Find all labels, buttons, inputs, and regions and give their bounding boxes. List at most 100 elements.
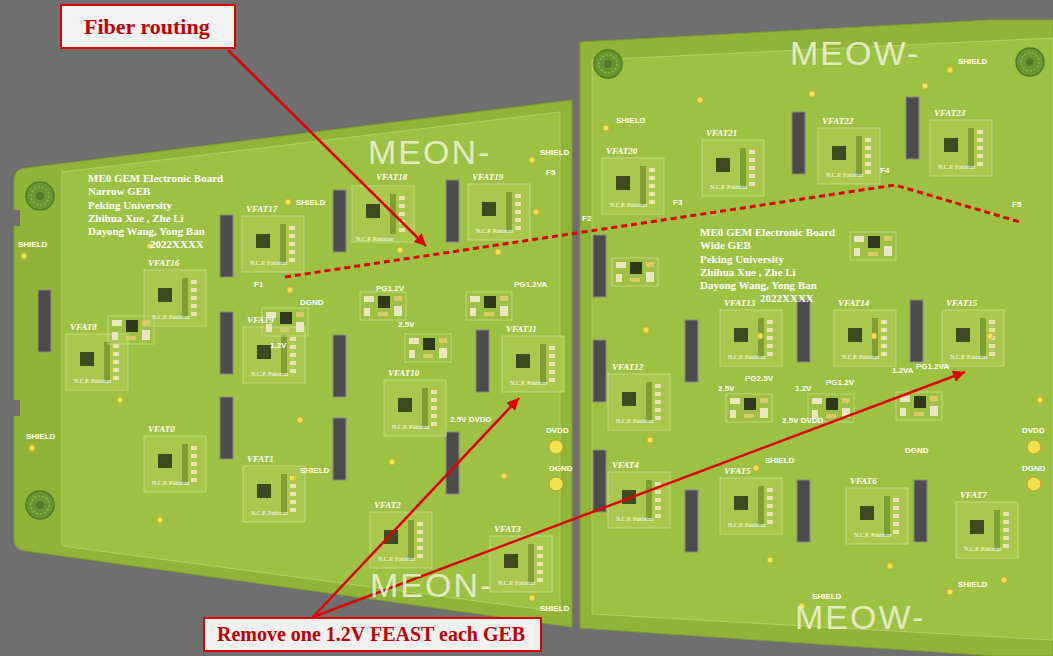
net-label: DVDD	[546, 426, 569, 435]
vfat-footprint	[468, 184, 530, 240]
net-label: SHIELD	[540, 604, 569, 613]
university-logo	[26, 182, 54, 210]
net-label: DGND	[300, 298, 324, 307]
mounting-dot	[117, 397, 123, 403]
connector-slot	[333, 335, 346, 397]
net-label: F2	[582, 214, 591, 223]
board-title: Narrow GEB	[88, 185, 150, 197]
net-label: SHIELD	[616, 116, 645, 125]
net-label: PG1.2V	[826, 378, 854, 387]
university-logo	[26, 491, 54, 519]
mounting-dot	[809, 91, 815, 97]
vendor-mark: N.C.P. Pakistan	[826, 172, 863, 178]
vendor-mark: N.C.P. Pakistan	[251, 510, 288, 516]
board-title: ME0 GEM Electronic Board	[88, 172, 223, 184]
chip-label: VFAT1	[247, 454, 274, 464]
connector-slot	[220, 312, 233, 374]
net-label: SHIELD	[958, 57, 987, 66]
mounting-dot	[757, 333, 763, 339]
mounting-dot	[643, 327, 649, 333]
connector-slot	[797, 300, 810, 362]
vfat-footprint	[846, 488, 908, 544]
vendor-mark: N.C.P. Pakistan	[152, 480, 189, 486]
chip-label: VFAT15	[946, 298, 977, 308]
connector-slot	[910, 300, 923, 362]
vendor-mark: N.C.P. Pakistan	[510, 380, 547, 386]
feast-module	[405, 334, 451, 362]
board-title: Wide GEB	[700, 239, 751, 251]
mounting-dot	[647, 437, 653, 443]
net-label: PG1.2VA	[514, 280, 547, 289]
feast-module	[466, 292, 512, 320]
vfat-footprint	[490, 536, 552, 592]
board-notch	[12, 400, 20, 416]
leader-arrow	[313, 372, 965, 617]
chip-label: VFAT12	[612, 362, 643, 372]
connector-slot	[685, 320, 698, 382]
leader-arrow	[313, 398, 519, 617]
chip-label: VFAT17	[246, 204, 277, 214]
vfat-footprint	[66, 334, 128, 390]
silkscreen-mark: MEON-	[368, 133, 491, 172]
mounting-dot	[947, 589, 953, 595]
chip-label: VFAT9	[247, 315, 274, 325]
mounting-dot	[887, 563, 893, 569]
net-label: 1.2V	[795, 384, 811, 393]
vendor-mark: N.C.P. Pakistan	[964, 546, 1001, 552]
chip-label: VFAT13	[724, 298, 755, 308]
silkscreen-mark: MEOW-	[795, 598, 925, 637]
net-label: 1.2VA	[892, 366, 914, 375]
board-title: 2022XXXX	[150, 238, 204, 250]
vendor-mark: N.C.P. Pakistan	[842, 354, 879, 360]
chip-label: VFAT2	[374, 500, 401, 510]
vendor-mark: N.C.P. Pakistan	[616, 516, 653, 522]
silkscreen-mark: MEOW-	[790, 34, 920, 73]
connector-slot	[685, 490, 698, 552]
vendor-mark: N.C.P. Pakistan	[250, 260, 287, 266]
vfat-footprint	[242, 216, 304, 272]
mounting-dot	[767, 557, 773, 563]
net-label: SHIELD	[958, 580, 987, 589]
chip-label: VFAT11	[506, 324, 537, 334]
connector-slot	[593, 450, 606, 512]
chip-label: VFAT18	[376, 172, 407, 182]
mounting-dot	[289, 475, 295, 481]
net-label: F4	[880, 166, 889, 175]
net-label: F5	[1012, 200, 1021, 209]
mounting-dot	[947, 67, 953, 73]
power-pad	[549, 440, 563, 454]
chip-label: VFAT23	[934, 108, 965, 118]
chip-label: VFAT4	[612, 460, 639, 470]
power-pad	[549, 477, 563, 491]
wide-board	[580, 20, 1053, 656]
net-label: DGND	[1022, 464, 1046, 473]
mounting-dot	[987, 333, 993, 339]
chip-label: VFAT0	[148, 424, 175, 434]
vendor-mark: N.C.P. Pakistan	[356, 236, 393, 242]
mounting-dot	[397, 247, 403, 253]
board-title: Zhihua Xue , Zhe Li	[88, 212, 184, 224]
vfat-footprint	[144, 436, 206, 492]
net-label: SHIELD	[540, 148, 569, 157]
chip-label: VFAT21	[706, 128, 737, 138]
connector-slot	[792, 112, 805, 174]
vfat-footprint	[834, 310, 896, 366]
power-pad	[1027, 477, 1041, 491]
vendor-mark: N.C.P. Pakistan	[74, 378, 111, 384]
mounting-dot	[297, 417, 303, 423]
net-label: SHIELD	[26, 432, 55, 441]
connector-slot	[38, 290, 51, 352]
mounting-dot	[922, 83, 928, 89]
vendor-mark: N.C.P. Pakistan	[710, 184, 747, 190]
connector-slot	[914, 480, 927, 542]
net-label: PG1.2VA	[916, 362, 949, 371]
vendor-mark: N.C.P. Pakistan	[728, 354, 765, 360]
connector-slot	[333, 190, 346, 252]
feast-module	[360, 292, 406, 320]
vfat-footprint	[702, 140, 764, 196]
vfat-footprint	[818, 128, 880, 184]
wide-board-inner	[592, 38, 1053, 640]
mounting-dot	[21, 253, 27, 259]
chip-label: VFAT16	[148, 258, 179, 268]
board-title: Dayong Wang, Yong Ban	[700, 279, 817, 291]
